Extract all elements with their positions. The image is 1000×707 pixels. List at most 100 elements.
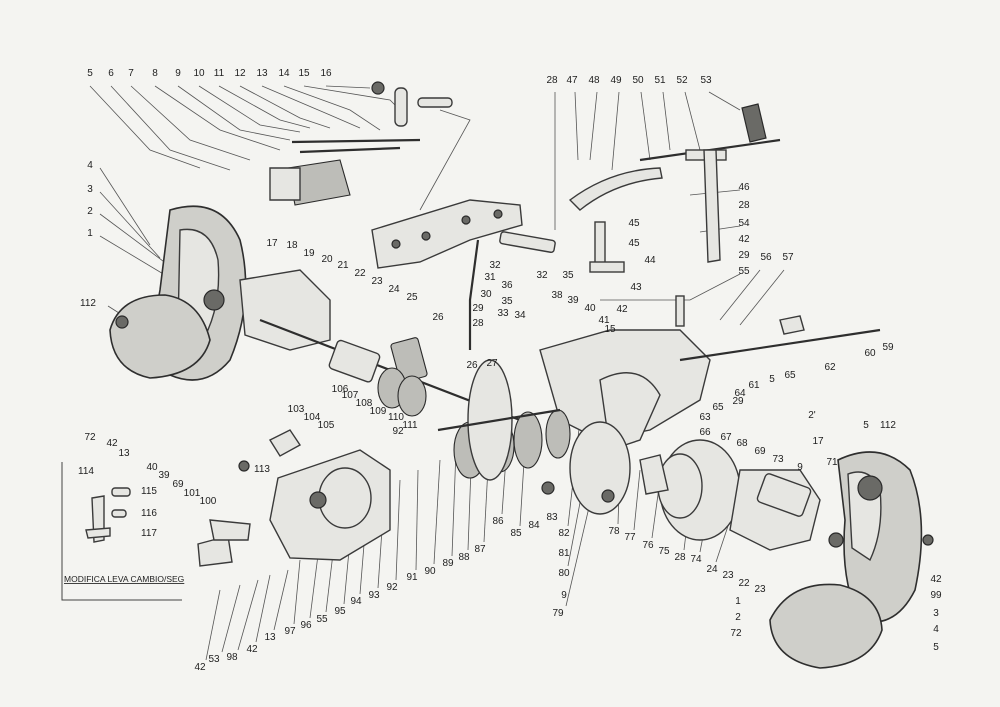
part-callout-16: 16 bbox=[320, 68, 332, 79]
part-callout-108: 108 bbox=[356, 398, 373, 409]
part-callout-103: 103 bbox=[288, 404, 305, 415]
part-callout-42: 42 bbox=[930, 574, 942, 585]
part-callout-29: 29 bbox=[732, 396, 744, 407]
part-callout-2: 2 bbox=[87, 206, 93, 217]
part-callout-60: 60 bbox=[864, 348, 876, 359]
part-callout-15: 15 bbox=[298, 68, 310, 79]
leader-lines-top-right bbox=[554, 91, 785, 326]
part-callout-72: 72 bbox=[730, 628, 742, 639]
part-callout-82: 82 bbox=[558, 528, 570, 539]
part-callout-107: 107 bbox=[342, 390, 359, 401]
part-callout-81: 81 bbox=[558, 548, 570, 559]
part-callout-53: 53 bbox=[700, 75, 712, 86]
part-callout-94: 94 bbox=[350, 596, 362, 607]
part-callout-69: 69 bbox=[754, 446, 766, 457]
part-callout-56: 56 bbox=[760, 252, 772, 263]
central-gearbox bbox=[437, 329, 711, 515]
part-callout-9: 9 bbox=[797, 462, 803, 473]
part-callout-112: 112 bbox=[80, 298, 96, 309]
part-callout-3: 3 bbox=[87, 184, 93, 195]
top-cover-plate bbox=[371, 199, 556, 350]
part-callout-5: 5 bbox=[933, 642, 939, 653]
part-callout-104: 104 bbox=[304, 412, 321, 423]
part-callout-48: 48 bbox=[588, 75, 600, 86]
part-callout-5: 5 bbox=[769, 374, 775, 385]
part-callout-32: 32 bbox=[536, 270, 548, 281]
part-callout-11: 11 bbox=[214, 68, 225, 79]
part-callout-2: 2 bbox=[735, 612, 741, 623]
part-callout-65: 65 bbox=[712, 402, 724, 413]
right-axle-housing bbox=[639, 315, 881, 551]
part-callout-65: 65 bbox=[784, 370, 796, 381]
part-callout-22: 22 bbox=[738, 578, 750, 589]
part-callout-95: 95 bbox=[334, 606, 346, 617]
part-callout-32: 32 bbox=[489, 260, 501, 271]
part-callout-40: 40 bbox=[146, 462, 158, 473]
part-callout-13: 13 bbox=[264, 632, 276, 643]
part-callout-45: 45 bbox=[628, 238, 640, 249]
part-callout-12: 12 bbox=[234, 68, 246, 79]
part-callout-24: 24 bbox=[706, 564, 718, 575]
part-callout-23: 23 bbox=[754, 584, 766, 595]
part-callout-80: 80 bbox=[558, 568, 570, 579]
part-callout-13: 13 bbox=[118, 448, 130, 459]
part-callout-78: 78 bbox=[608, 526, 620, 537]
part-callout-71: 71 bbox=[826, 457, 838, 468]
part-callout-28: 28 bbox=[738, 200, 750, 211]
part-callout-8: 8 bbox=[152, 68, 158, 79]
part-callout-44: 44 bbox=[644, 255, 656, 266]
part-callout-9: 9 bbox=[561, 590, 567, 601]
part-callout-62: 62 bbox=[824, 362, 836, 373]
part-callout-68: 68 bbox=[736, 438, 748, 449]
part-callout-30: 30 bbox=[480, 289, 492, 300]
part-callout-67: 67 bbox=[720, 432, 732, 443]
lower-left-case bbox=[197, 429, 391, 567]
part-callout-5: 5 bbox=[863, 420, 869, 431]
shift-lever-assembly bbox=[269, 81, 453, 206]
part-callout-115: 115 bbox=[141, 486, 157, 497]
part-callout-28: 28 bbox=[546, 75, 558, 86]
part-callout-63: 63 bbox=[699, 412, 711, 423]
part-callout-29: 29 bbox=[738, 250, 750, 261]
part-callout-27: 27 bbox=[486, 358, 498, 369]
part-callout-106: 106 bbox=[332, 384, 349, 395]
part-callout-7: 7 bbox=[128, 68, 134, 79]
part-callout-17: 17 bbox=[812, 436, 824, 447]
part-callout-34: 34 bbox=[514, 310, 526, 321]
part-callout-79: 79 bbox=[552, 608, 564, 619]
part-callout-73: 73 bbox=[772, 454, 784, 465]
part-callout-46: 46 bbox=[738, 182, 750, 193]
part-callout-31: 31 bbox=[484, 272, 496, 283]
part-callout-51: 51 bbox=[654, 75, 666, 86]
part-callout-61: 61 bbox=[748, 380, 760, 391]
part-callout-1: 1 bbox=[87, 228, 93, 239]
part-callout-14: 14 bbox=[278, 68, 290, 79]
part-callout-19: 19 bbox=[303, 248, 315, 259]
part-callout-45: 45 bbox=[628, 218, 640, 229]
part-callout-35: 35 bbox=[562, 270, 574, 281]
part-callout-55: 55 bbox=[316, 614, 328, 625]
part-callout-43: 43 bbox=[630, 282, 642, 293]
selector-fork-and-lever bbox=[568, 103, 781, 327]
part-callout-39: 39 bbox=[158, 470, 170, 481]
part-callout-112: 112 bbox=[880, 420, 896, 431]
inset-detail-box bbox=[61, 462, 182, 601]
part-callout-29: 29 bbox=[472, 303, 484, 314]
part-callout-26: 26 bbox=[432, 312, 444, 323]
part-callout-54: 54 bbox=[738, 218, 750, 229]
part-callout-28: 28 bbox=[472, 318, 484, 329]
part-callout-18: 18 bbox=[286, 240, 298, 251]
part-callout-92: 92 bbox=[386, 582, 398, 593]
part-callout-100: 100 bbox=[200, 496, 217, 507]
part-callout-75: 75 bbox=[658, 546, 670, 557]
part-callout-9: 9 bbox=[175, 68, 181, 79]
part-callout-38: 38 bbox=[551, 290, 563, 301]
part-callout-47: 47 bbox=[566, 75, 578, 86]
part-callout-42: 42 bbox=[246, 644, 258, 655]
part-callout-17: 17 bbox=[266, 238, 278, 249]
part-callout-83: 83 bbox=[546, 512, 558, 523]
part-callout-105: 105 bbox=[318, 420, 335, 431]
part-callout-93: 93 bbox=[368, 590, 380, 601]
part-callout-89: 89 bbox=[442, 558, 454, 569]
part-callout-23: 23 bbox=[371, 276, 383, 287]
